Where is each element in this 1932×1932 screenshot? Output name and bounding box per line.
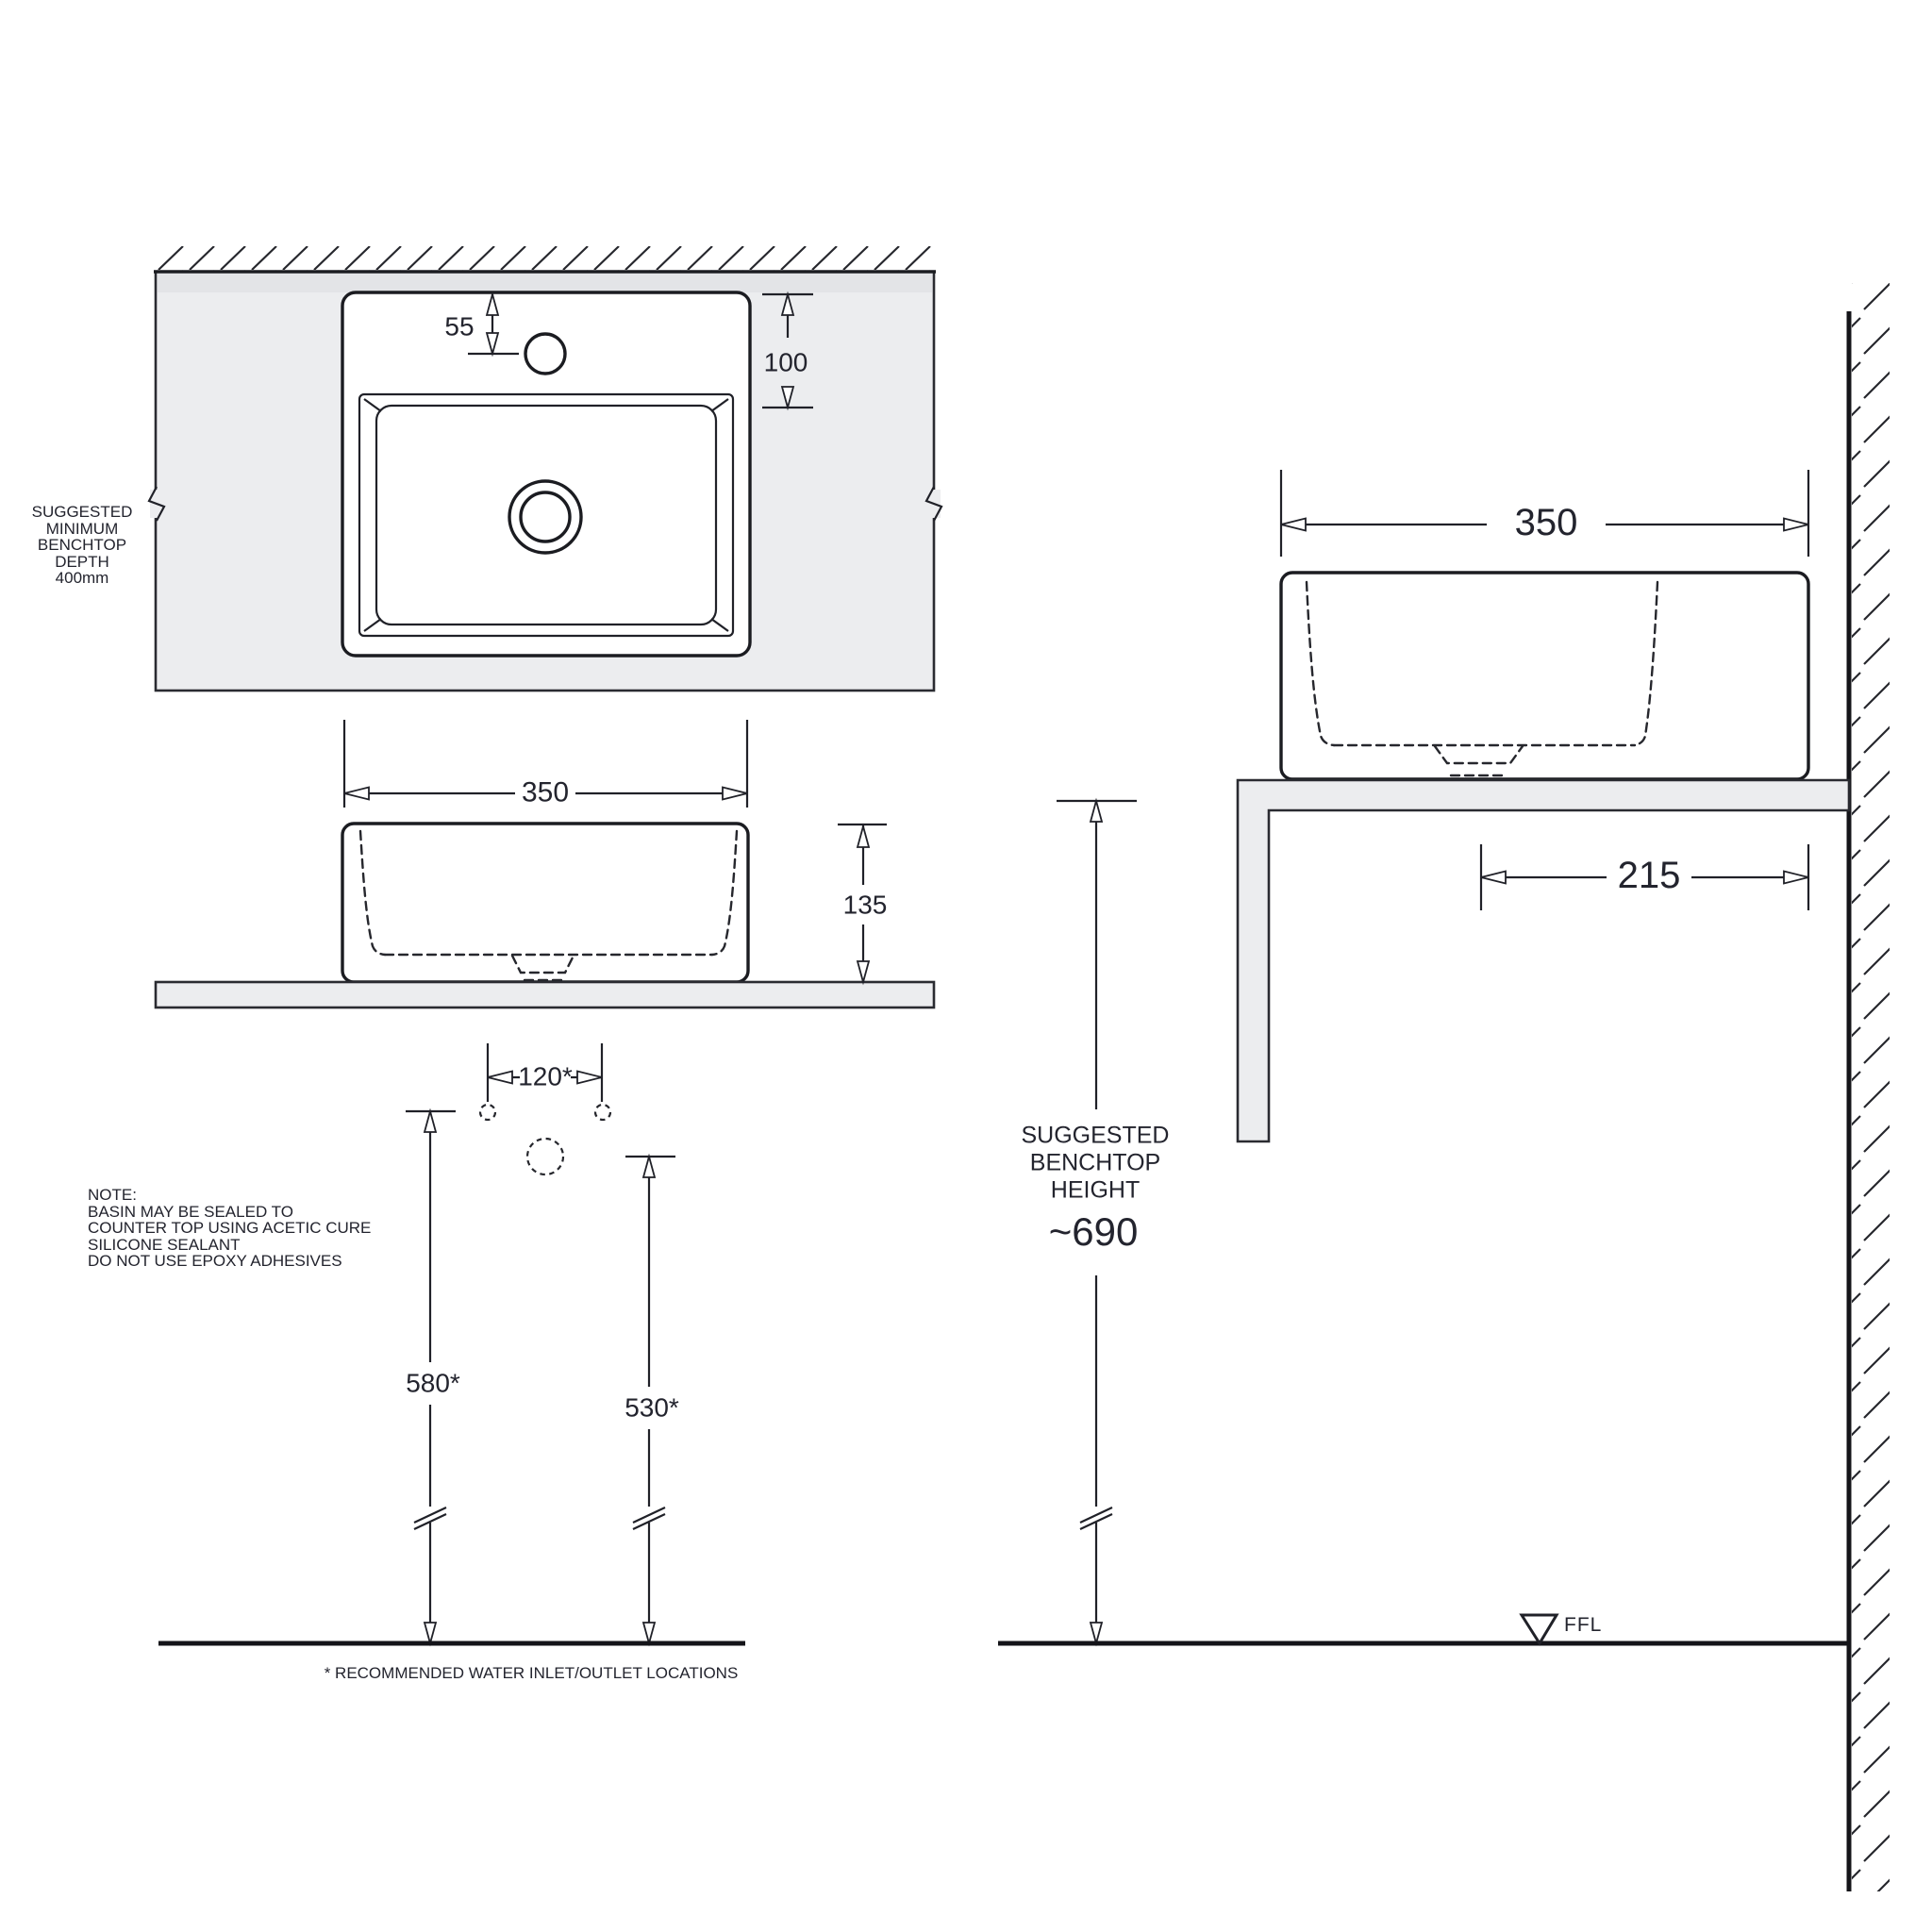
plan-tap-hole bbox=[524, 332, 567, 375]
front-bowl-profile-right bbox=[710, 829, 739, 957]
ffl-level-icon bbox=[1519, 1613, 1559, 1646]
dim-690 bbox=[1057, 797, 1137, 1647]
inlet-hole-left bbox=[478, 1103, 497, 1122]
inlet-hole-right bbox=[593, 1103, 612, 1122]
plan-basin-rim-inner bbox=[375, 404, 718, 626]
break-symbol bbox=[413, 1507, 447, 1530]
break-symbol bbox=[632, 1507, 666, 1530]
services-view bbox=[158, 1043, 745, 1647]
side-bowl-profile-left bbox=[1305, 580, 1336, 747]
dim-55 bbox=[468, 291, 519, 358]
dim-350-front bbox=[342, 720, 749, 808]
break-symbol-left bbox=[147, 486, 166, 522]
dim-135 bbox=[838, 823, 887, 986]
front-view bbox=[154, 720, 936, 1009]
dim-530-label: 530* bbox=[625, 1392, 679, 1423]
dim-350-front-label: 350 bbox=[521, 776, 570, 808]
dim-580 bbox=[406, 1108, 456, 1647]
dim-135-label: 135 bbox=[842, 890, 888, 920]
dim-350-side-label: 350 bbox=[1514, 502, 1578, 543]
front-benchtop bbox=[154, 980, 936, 1009]
side-basin-outline bbox=[1279, 571, 1810, 781]
dim-100-label: 100 bbox=[763, 347, 808, 377]
break-symbol bbox=[1079, 1507, 1113, 1530]
plan-basin-rim-outer bbox=[358, 392, 735, 638]
dim-580-label: 580* bbox=[406, 1368, 460, 1398]
benchtop-height-value: ~690 bbox=[1048, 1208, 1139, 1254]
front-basin-outline bbox=[341, 822, 750, 984]
dim-350-side bbox=[1279, 470, 1810, 557]
dim-100 bbox=[762, 291, 813, 411]
benchtop-height-label: SUGGESTED BENCHTOP HEIGHT bbox=[1021, 1122, 1170, 1204]
outlet-hole bbox=[525, 1137, 565, 1176]
dim-55-label: 55 bbox=[444, 311, 475, 341]
plan-view bbox=[147, 246, 943, 692]
side-bowl-profile-right bbox=[1633, 580, 1659, 747]
side-wall-hatch bbox=[1852, 283, 1890, 1891]
front-drain-profile bbox=[510, 954, 575, 974]
dim-215-label: 215 bbox=[1617, 855, 1681, 896]
dim-120-label: 120* bbox=[518, 1061, 573, 1091]
installation-note: NOTE: BASIN MAY BE SEALED TO COUNTER TOP… bbox=[88, 1186, 372, 1271]
side-benchtop bbox=[1236, 778, 1851, 1143]
services-footnote: * RECOMMENDED WATER INLET/OUTLET LOCATIO… bbox=[324, 1664, 739, 1683]
front-bowl-profile-left bbox=[358, 829, 387, 957]
plan-drain-inner bbox=[519, 491, 572, 543]
plan-wall-hatch bbox=[156, 246, 934, 271]
dim-215 bbox=[1479, 844, 1810, 910]
ffl-label: FFL bbox=[1564, 1614, 1603, 1636]
side-view bbox=[998, 283, 1890, 1891]
break-symbol-right bbox=[924, 486, 943, 522]
plan-basin-outline bbox=[341, 291, 752, 658]
dim-530 bbox=[625, 1153, 675, 1647]
benchtop-depth-note: SUGGESTED MINIMUM BENCHTOP DEPTH 400mm bbox=[31, 503, 133, 588]
dim-120 bbox=[486, 1043, 604, 1102]
